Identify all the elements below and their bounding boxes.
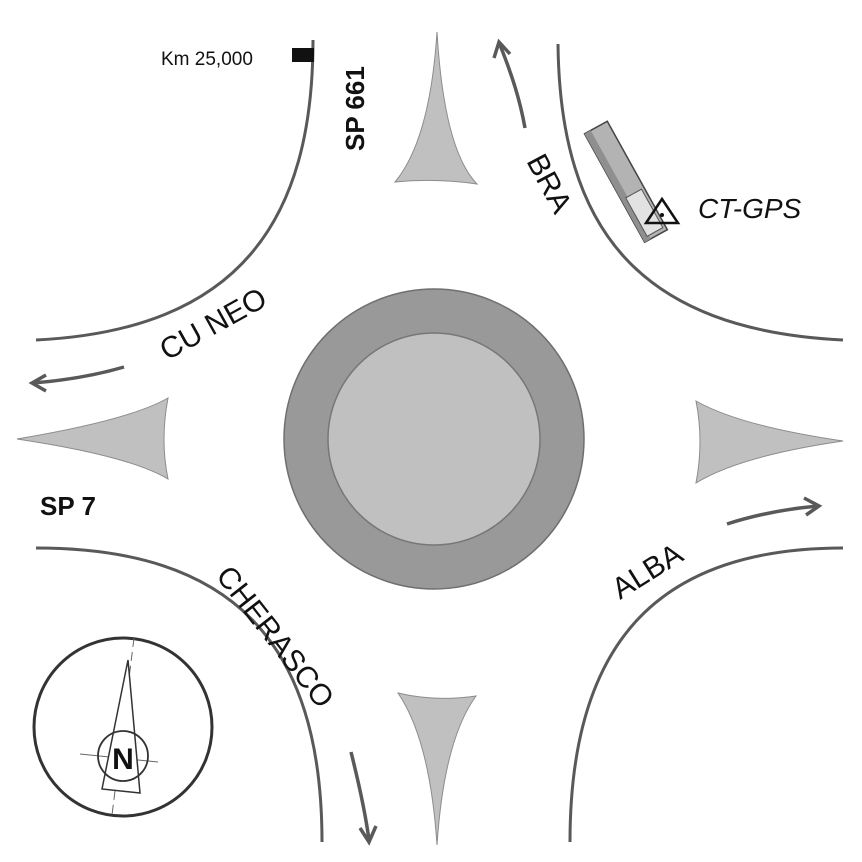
road-edge-southwest [35,546,324,843]
arrow-cuneo [28,365,125,393]
road-edge-northwest [35,39,315,342]
gps-station-label: CT-GPS [698,193,802,224]
road-edge-southeast [568,546,844,843]
arrow-bra [492,38,527,129]
direction-label-alba: ALBA [606,537,689,606]
roundabout-inner-island [327,332,541,546]
arrow-cherasco [349,751,378,846]
splitter-island-east [695,400,844,485]
km-marker-label: Km 25,000 [161,49,253,70]
splitter-island-north [393,31,479,185]
gps-station-bar [583,120,669,244]
direction-label-bra: BRA [520,149,578,219]
splitter-island-west [16,397,169,481]
road-name-west: SP 7 [40,491,96,521]
splitter-island-south [396,692,478,846]
road-name-north: SP 661 [340,66,370,151]
compass-north-letter: N [112,743,134,776]
compass-icon: N [32,636,214,818]
arrow-alba [726,496,823,526]
gps-triangle-icon [643,196,681,225]
direction-label-cherasco: CHERASCO [209,560,340,714]
km-marker-icon [292,48,314,62]
road-edge-northeast [556,43,844,342]
direction-label-cuneo: CU NEO [154,282,272,367]
